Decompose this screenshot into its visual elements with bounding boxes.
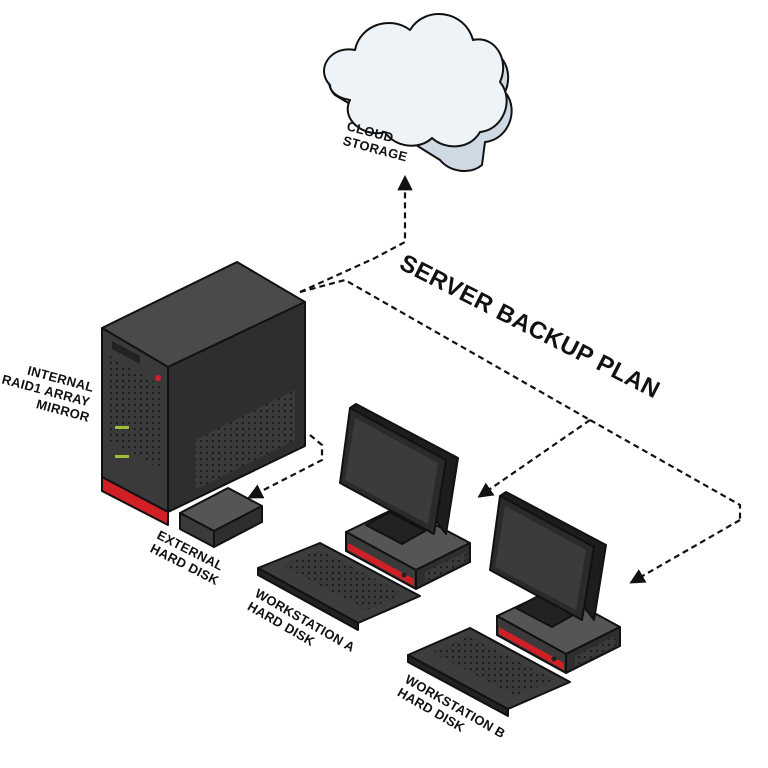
external-hard-disk-icon [179, 487, 263, 548]
server-tower-icon [101, 261, 306, 526]
connector-to-workstation-b-route [589, 419, 742, 520]
diagram-title: SERVER BACKUP PLAN [395, 249, 664, 404]
connector-to-workstation-b [629, 519, 741, 584]
workstation-b-icon [407, 491, 621, 717]
connector-server-to-workstations [299, 278, 591, 421]
cloud-storage-icon [323, 13, 513, 172]
connector-server-to-cloud [299, 174, 413, 294]
connector-to-workstation-a [477, 419, 591, 498]
workstation-a-icon [257, 403, 471, 631]
connector-server-to-external [247, 434, 324, 499]
backup-connectors [247, 174, 742, 584]
raid-label: INTERNAL RAID1 ARRAY MIRROR [0, 357, 99, 425]
